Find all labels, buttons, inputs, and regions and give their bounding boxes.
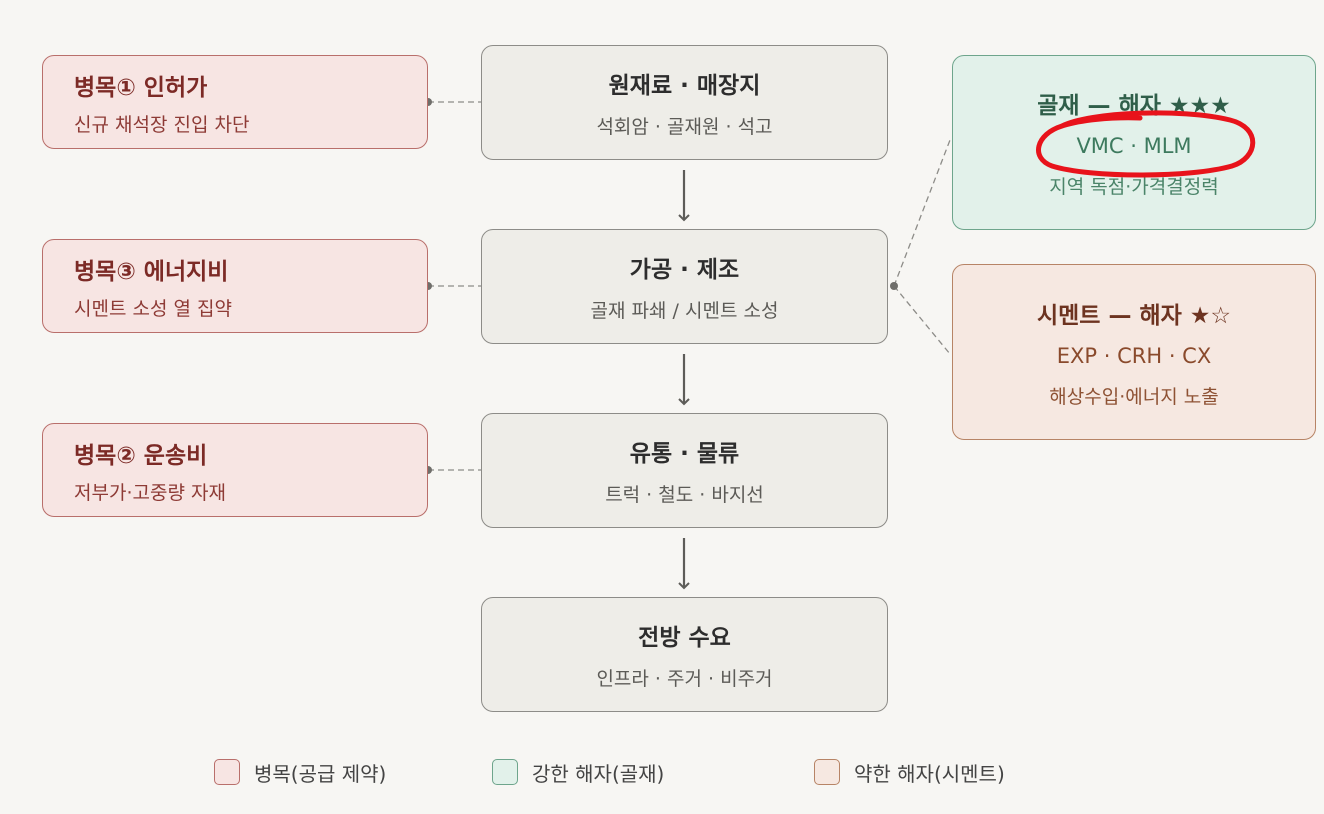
flow-sub: 인프라 · 주거 · 비주거 xyxy=(596,668,773,690)
legend-label: 병목(공급 제약) xyxy=(254,761,387,786)
legend-swatch xyxy=(492,759,518,785)
flow-processing: 가공 · 제조 골재 파쇄 / 시멘트 소성 xyxy=(481,229,888,344)
bottleneck-transport: 병목② 운송비 저부가·고중량 자재 xyxy=(42,423,428,517)
moat-sub: 해상수입·에너지 노출 xyxy=(1049,385,1219,408)
flow-logistics: 유통 · 물류 트럭 · 철도 · 바지선 xyxy=(481,413,888,528)
bottleneck-sub: 저부가·고중량 자재 xyxy=(74,481,226,504)
moat-players: VMC · MLM xyxy=(1076,134,1192,158)
legend-strong-moat: 강한 해자(골재) xyxy=(492,752,664,792)
bottleneck-title: 병목③ 에너지비 xyxy=(74,258,229,285)
flow-title: 원재료 · 매장지 xyxy=(608,73,761,99)
moat-connectors xyxy=(890,139,951,355)
bottleneck-permits: 병목① 인허가 신규 채석장 진입 차단 xyxy=(42,55,428,149)
flow-sub: 석회암 · 골재원 · 석고 xyxy=(596,116,773,138)
moat-players: EXP · CRH · CX xyxy=(1056,343,1212,368)
moat-title: 골재 — 해자 ★★★ xyxy=(1037,93,1231,119)
legend-swatch xyxy=(814,759,840,785)
flow-title: 가공 · 제조 xyxy=(629,257,740,283)
flow-sub: 트럭 · 철도 · 바지선 xyxy=(605,484,764,506)
legend-label: 약한 해자(시멘트) xyxy=(854,761,1005,786)
flow-raw-materials: 원재료 · 매장지 석회암 · 골재원 · 석고 xyxy=(481,45,888,160)
bottleneck-title: 병목① 인허가 xyxy=(74,74,208,101)
bottleneck-title: 병목② 운송비 xyxy=(74,442,208,469)
flow-title: 유통 · 물류 xyxy=(629,441,740,467)
bottleneck-connectors xyxy=(424,98,481,474)
flow-title: 전방 수요 xyxy=(638,625,731,651)
legend-bottleneck: 병목(공급 제약) xyxy=(214,752,386,792)
legend-swatch xyxy=(214,759,240,785)
moat-sub: 지역 독점·가격결정력 xyxy=(1049,176,1219,198)
bottleneck-sub: 신규 채석장 진입 차단 xyxy=(74,113,250,136)
moat-title: 시멘트 — 해자 ★☆ xyxy=(1036,302,1232,329)
moat-aggregates: 골재 — 해자 ★★★ VMC · MLM 지역 독점·가격결정력 xyxy=(952,55,1316,230)
flow-sub: 골재 파쇄 / 시멘트 소성 xyxy=(590,300,779,322)
flow-end-demand: 전방 수요 인프라 · 주거 · 비주거 xyxy=(481,597,888,712)
bottleneck-energy: 병목③ 에너지비 시멘트 소성 열 집약 xyxy=(42,239,428,333)
legend-label: 강한 해자(골재) xyxy=(532,761,665,786)
bottleneck-sub: 시멘트 소성 열 집약 xyxy=(74,297,232,320)
moat-cement: 시멘트 — 해자 ★☆ EXP · CRH · CX 해상수입·에너지 노출 xyxy=(952,264,1316,440)
legend-weak-moat: 약한 해자(시멘트) xyxy=(814,752,1005,792)
